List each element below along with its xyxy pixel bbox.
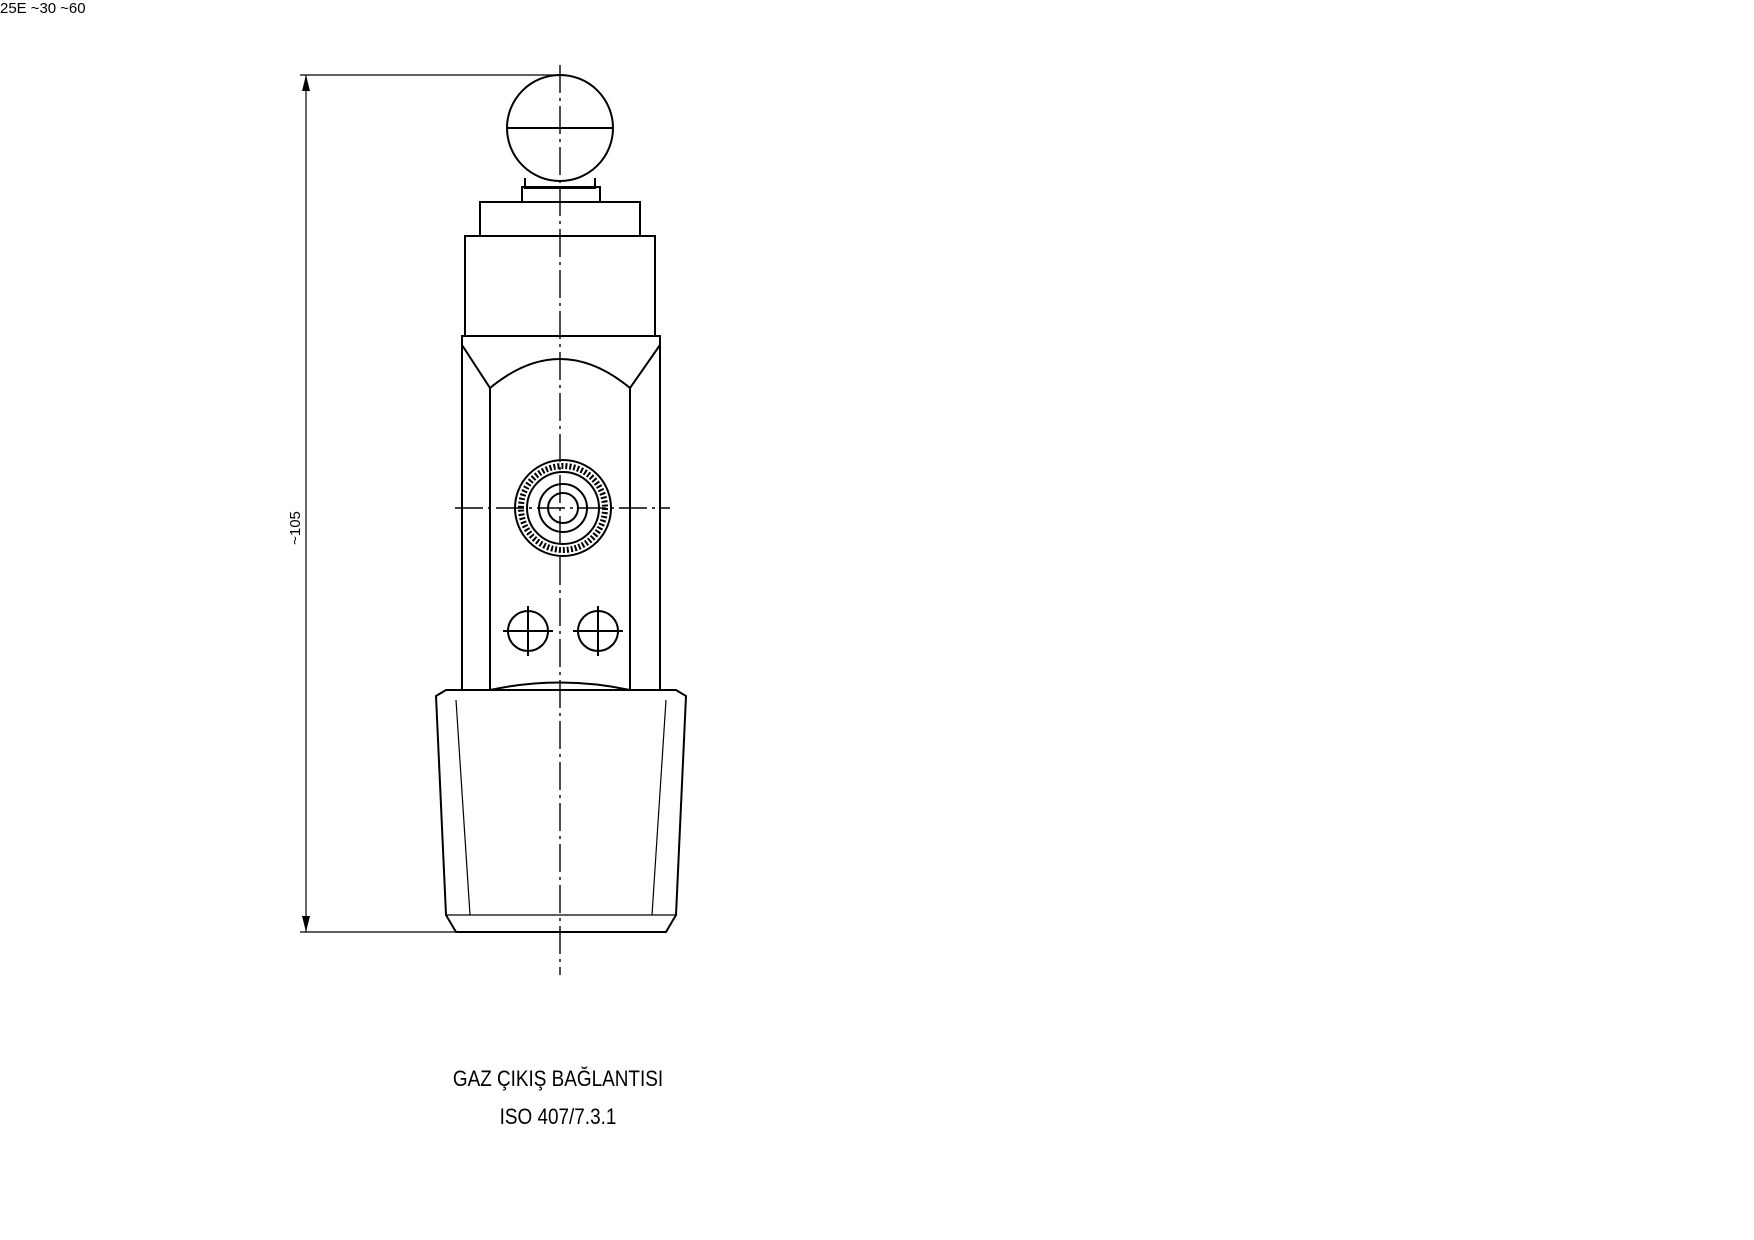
valve-body-front	[461, 335, 661, 691]
drawing-title-line2: ISO 407/7.3.1	[499, 1104, 617, 1129]
thread-diameter-dimension: 25E	[0, 0, 31, 17]
height-dimension: ~105	[287, 74, 560, 933]
overall-width-dimension: ~60	[60, 0, 85, 17]
thread-diameter-label: 25E	[0, 0, 27, 17]
screw-holes	[503, 606, 623, 656]
drawing-title-line1: GAZ ÇIKIŞ BAĞLANTISI	[452, 1066, 664, 1091]
tapered-thread-front	[434, 689, 688, 933]
section-view: 25E ~30 ~60	[0, 0, 86, 17]
overall-width-label: ~60	[60, 0, 86, 17]
section-centerline: 25E ~30 ~60	[0, 0, 86, 17]
body-width-dimension: ~30	[31, 0, 60, 17]
front-view: ~105	[287, 65, 688, 975]
body-width-label: ~30	[30, 0, 57, 17]
height-dimension-label: ~105	[287, 511, 304, 545]
